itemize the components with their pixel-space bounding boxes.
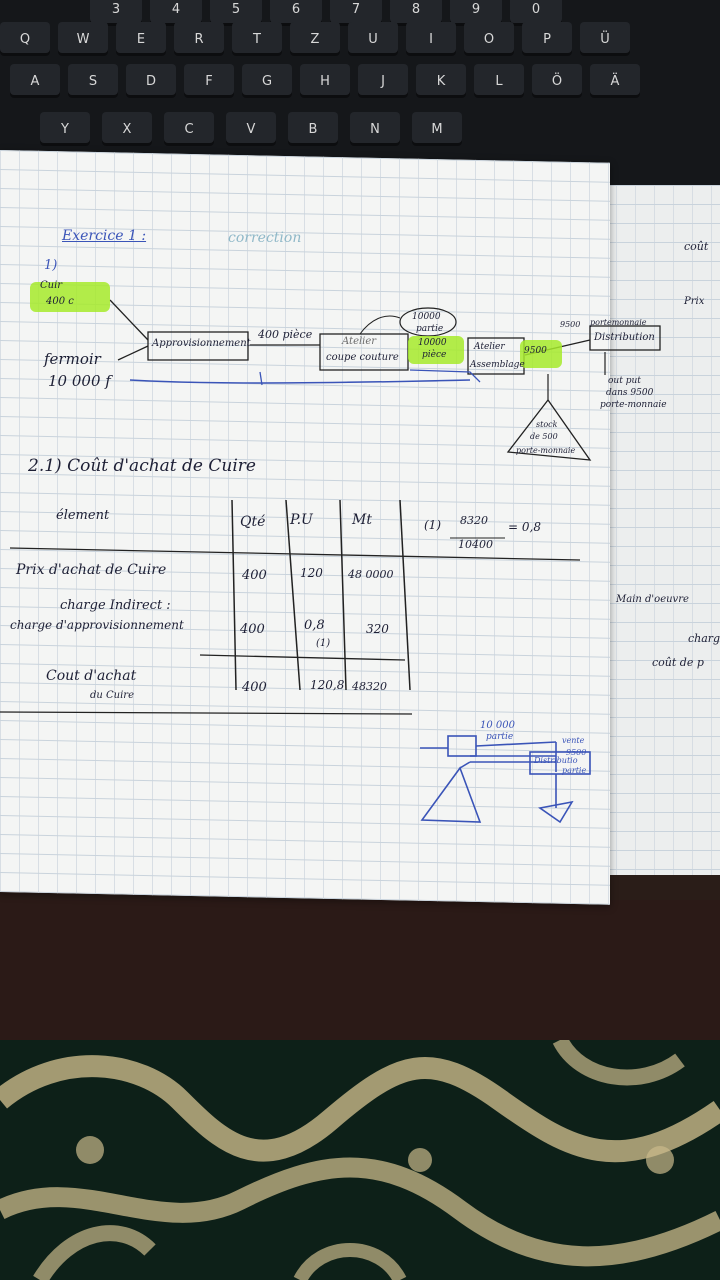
keyboard-key: P (522, 22, 572, 56)
keyboard-key: Q (0, 22, 50, 56)
keyboard-key: 8 (390, 0, 442, 26)
keyboard-key: 3 (90, 0, 142, 26)
keyboard-key: N (350, 112, 400, 146)
keyboard-key: Ä (590, 64, 640, 98)
keyboard-key: K (416, 64, 466, 98)
keyboard-key: V (226, 112, 276, 146)
keyboard-key: R (174, 22, 224, 56)
keyboard-key: 5 (210, 0, 262, 26)
fabric-swirl-pattern (0, 1040, 720, 1280)
keyboard-key: Y (40, 112, 90, 146)
keyboard-key: 9 (450, 0, 502, 26)
notebook (0, 140, 720, 905)
keyboard-key: S (68, 64, 118, 98)
keyboard-key: G (242, 64, 292, 98)
fabric-pattern (0, 1040, 720, 1280)
keyboard-key: Z (290, 22, 340, 56)
keyboard-key: E (116, 22, 166, 56)
keyboard-key: X (102, 112, 152, 146)
keyboard-key: J (358, 64, 408, 98)
keyboard-key: 0 (510, 0, 562, 26)
keyboard-key: Ü (580, 22, 630, 56)
keyboard-key: M (412, 112, 462, 146)
keyboard-key: 6 (270, 0, 322, 26)
keyboard-key: L (474, 64, 524, 98)
keyboard-key: O (464, 22, 514, 56)
dark-table-surface (0, 900, 720, 1040)
keyboard-key: F (184, 64, 234, 98)
notebook-left-page (0, 150, 610, 905)
keyboard-key: U (348, 22, 398, 56)
keyboard-key: A (10, 64, 60, 98)
keyboard-key: I (406, 22, 456, 56)
keyboard-key: B (288, 112, 338, 146)
keyboard-key: H (300, 64, 350, 98)
keyboard-key: 4 (150, 0, 202, 26)
keyboard-key: C (164, 112, 214, 146)
keyboard-key: 7 (330, 0, 382, 26)
keyboard-key: T (232, 22, 282, 56)
keyboard-key: Ö (532, 64, 582, 98)
keyboard-key: W (58, 22, 108, 56)
keyboard-key: D (126, 64, 176, 98)
